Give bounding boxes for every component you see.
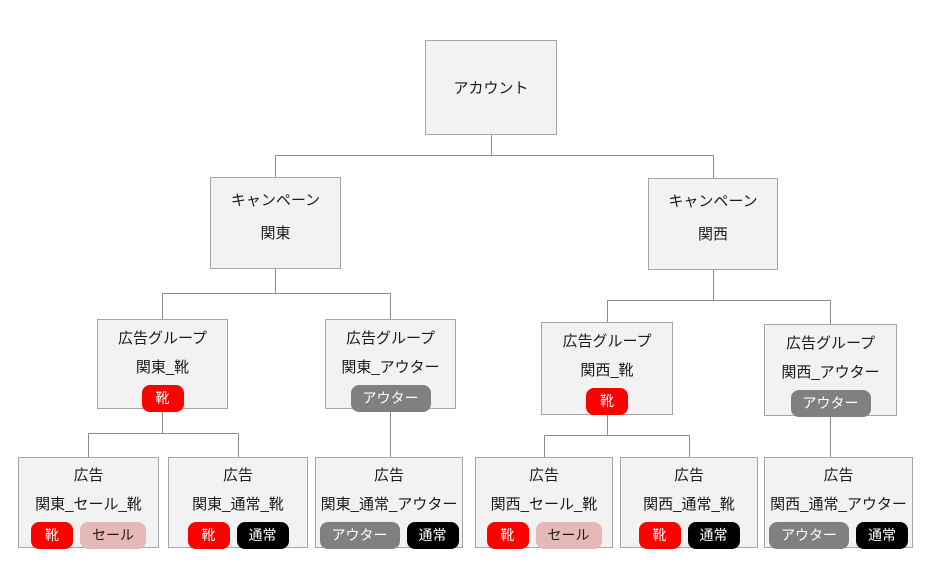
connector-kanto-shoes-to-ads [88,409,239,457]
node-type-label: 広告 [373,467,404,484]
badge-row: 靴 セール [476,522,612,549]
connector-kansai-shoes-to-ads [544,415,690,457]
node-title: 関西_通常_アウター [770,496,907,513]
node-campaign-kansai: キャンペーン 関西 [648,178,778,270]
node-type-label: 広告グループ [345,330,436,347]
badge-row: 靴 セール [19,522,158,549]
tag-badge: 靴 [486,522,529,549]
node-ad-kanto-normal-shoes: 広告 関東_通常_靴 靴 通常 [168,457,308,549]
badge-row: アウター 通常 [765,522,912,549]
node-account: アカウント [425,40,557,135]
node-type-label: 広告 [823,467,854,484]
node-ad-kanto-normal-outer: 広告 関東_通常_アウター アウター 通常 [315,457,463,549]
tag-badge: 通常 [406,522,459,549]
badge-row: アウター [765,390,896,417]
node-title: 関西_アウター [781,364,880,381]
tag-badge: アウター [769,522,849,549]
node-title: 関東_通常_靴 [192,496,284,513]
tag-badge: 靴 [31,522,73,549]
node-ad-kanto-sale-shoes: 広告 関東_セール_靴 靴 セール [18,457,159,549]
node-type-label: キャンペーン [230,192,321,209]
node-title: 関東_靴 [135,359,190,376]
node-ad-kansai-normal-shoes: 広告 関西_通常_靴 靴 通常 [620,457,758,549]
node-type-label: 広告 [528,467,559,484]
node-ad-kansai-sale-shoes: 広告 関西_セール_靴 靴 セール [475,457,613,549]
node-type-label: 広告グループ [117,330,208,347]
connector-kanto-to-adgroups [162,269,391,319]
node-type-label: 広告 [73,467,104,484]
node-adgroup-kanto-shoes: 広告グループ 関東_靴 靴 [97,319,228,412]
node-type-label: 広告 [673,467,704,484]
node-title: 関西_通常_靴 [643,496,735,513]
badge-row: 靴 [542,388,672,415]
badge-row: 靴 [98,385,227,412]
connector-kansai-to-adgroups [607,270,831,324]
node-title: 関西_セール_靴 [490,496,598,513]
tag-badge: セール [80,522,146,549]
tag-badge: 靴 [141,385,184,412]
tag-badge: セール [535,522,602,549]
badge-row: アウター 通常 [316,522,462,549]
tag-badge: アウター [790,390,871,417]
node-campaign-kanto: キャンペーン 関東 [210,177,341,269]
node-adgroup-kansai-outer: 広告グループ 関西_アウター アウター [764,324,897,417]
tag-badge: アウター [350,385,431,412]
node-title: 関東_通常_アウター [320,496,458,513]
tag-badge: 通常 [687,522,740,549]
badge-row: アウター [326,385,455,412]
tag-badge: 通常 [856,522,908,549]
tag-badge: アウター [319,522,400,549]
node-title: 関西_靴 [580,362,634,379]
badge-row: 靴 通常 [169,522,307,549]
node-title: 関東 [260,225,291,242]
node-type-label: 広告グループ [785,335,876,352]
node-adgroup-kanto-outer: 広告グループ 関東_アウター アウター [325,319,456,412]
node-adgroup-kansai-shoes: 広告グループ 関西_靴 靴 [541,322,673,415]
tag-badge: 靴 [187,522,230,549]
tag-badge: 靴 [638,522,681,549]
node-type-label: 広告グループ [562,333,652,350]
node-type-label: 広告 [222,467,253,484]
node-ad-kansai-normal-outer: 広告 関西_通常_アウター アウター 通常 [764,457,913,549]
node-title: アカウント [453,80,529,97]
tag-badge: 通常 [236,522,289,549]
connector-account-to-campaigns [275,135,714,178]
node-title: 関東_アウター [341,359,440,376]
node-title: 関東_セール_靴 [35,496,142,513]
node-title: 関西 [697,226,728,243]
node-type-label: キャンペーン [668,193,758,210]
tag-badge: 靴 [586,388,628,415]
badge-row: 靴 通常 [621,522,757,549]
